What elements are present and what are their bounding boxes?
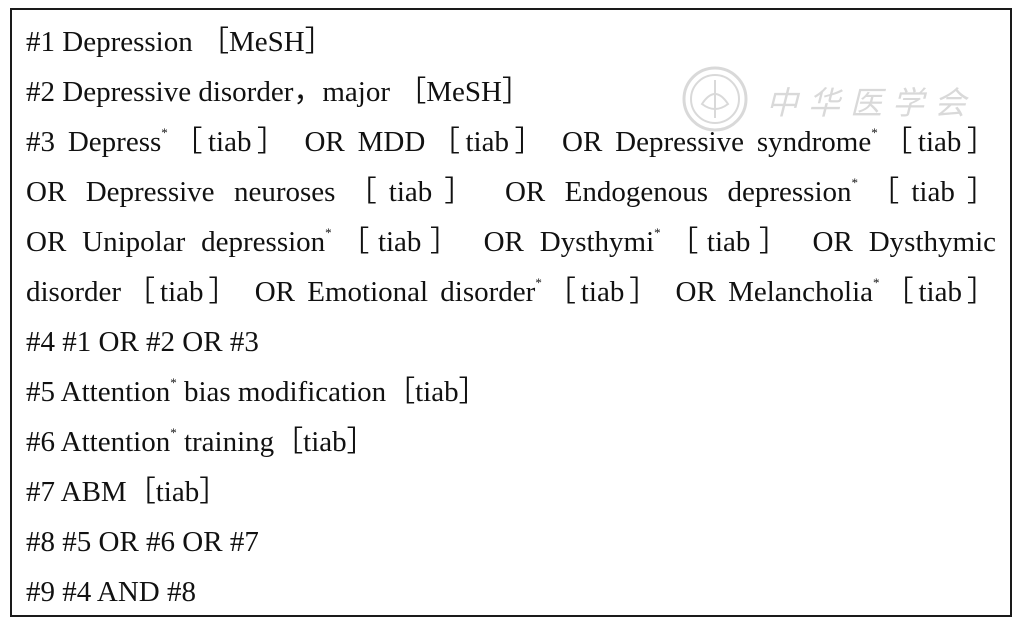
wildcard-asterisk: * xyxy=(170,375,177,390)
wildcard-asterisk: * xyxy=(170,425,177,440)
query-line-1: #1 Depression ［MeSH］ xyxy=(26,26,334,58)
wildcard-asterisk: * xyxy=(871,125,878,140)
query-line-12: #9 #4 AND #8 xyxy=(26,576,196,608)
wildcard-asterisk: * xyxy=(325,225,332,240)
query-line-4: OR Depressive neuroses［tiab］ OR Endogeno… xyxy=(26,175,996,208)
wildcard-asterisk: * xyxy=(535,275,542,290)
emblem-seal-icon xyxy=(682,66,748,132)
wildcard-asterisk: * xyxy=(873,275,880,290)
query-line-10: #7 ABM［tiab］ xyxy=(26,476,229,508)
search-strategy-box: 中华医学会 #1 Depression ［MeSH］ #2 Depressive… xyxy=(10,8,1012,617)
query-line-8: #5 Attention* bias modification［tiab］ xyxy=(26,375,488,408)
query-line-7: #4 #1 OR #2 OR #3 xyxy=(26,326,259,358)
wildcard-asterisk: * xyxy=(851,175,859,190)
watermark: 中华医学会 xyxy=(680,64,980,136)
wildcard-asterisk: * xyxy=(654,225,661,240)
query-line-11: #8 #5 OR #6 OR #7 xyxy=(26,526,259,558)
watermark-text: 中华医学会 xyxy=(766,84,977,122)
query-line-9: #6 Attention* training［tiab］ xyxy=(26,425,376,458)
wildcard-asterisk: * xyxy=(161,125,168,140)
query-line-5: OR Unipolar depression*［tiab］ OR Dysthym… xyxy=(26,225,997,258)
query-line-6: disorder［tiab］ OR Emotional disorder*［ti… xyxy=(26,275,996,308)
query-line-3: #3 Depress*［tiab］ OR MDD［tiab］ OR Depres… xyxy=(26,125,996,158)
query-line-2: #2 Depressive disorder，major ［MeSH］ xyxy=(26,76,531,108)
